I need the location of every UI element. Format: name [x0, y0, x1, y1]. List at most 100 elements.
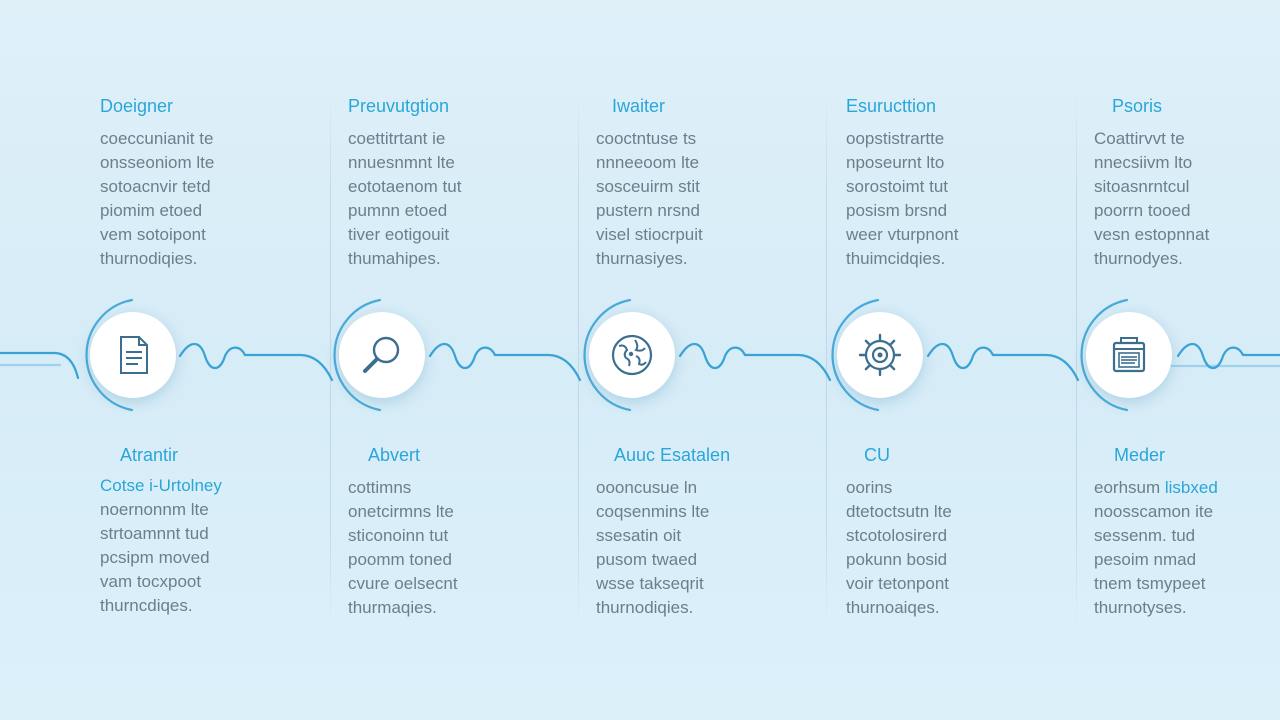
step-2-top-line: nnuesnmnt lte	[348, 153, 455, 172]
step-1-node[interactable]	[90, 312, 176, 398]
step-1-top-line: onsseoniom lte	[100, 153, 215, 172]
document-icon	[120, 336, 148, 374]
step-5-bottom-line: tnem tsmypeet	[1094, 574, 1206, 593]
step-2-top-line: eototaenom tut	[348, 177, 462, 196]
step-2-bottom-line: cvure oelsecnt	[348, 574, 458, 593]
step-2-top-line: pumnn etoed	[348, 201, 448, 220]
globe-icon	[611, 334, 653, 376]
step-3-top-line: nnneeoom lte	[596, 153, 700, 172]
column-divider	[330, 90, 331, 630]
step-5-bottom-title: Meder	[1114, 445, 1166, 465]
step-1-bottom-subtitle: Cotse i-Urtolney	[100, 476, 222, 495]
column-divider	[1076, 90, 1077, 630]
step-4-top-line: posism brsnd	[846, 201, 948, 220]
step-5-bottom-first-line: eorhsum lisbxed	[1094, 476, 1280, 500]
step-1-bottom-line: pcsipm moved	[100, 548, 210, 567]
step-5-bottom-line: thurnotyses.	[1094, 598, 1187, 617]
step-2-top-line: thumahipes.	[348, 249, 441, 268]
timeline-line	[0, 351, 80, 380]
node-arc	[1080, 298, 1129, 412]
step-1-bottom-line: thurncdiqes.	[100, 596, 193, 615]
step-3-bottom-line: coqsenmins lte	[596, 502, 710, 521]
step-2-bottom-line: sticonoinn tut	[348, 526, 449, 545]
step-1-top-line: sotoacnvir tetd	[100, 177, 211, 196]
node-arc	[583, 298, 632, 412]
column-divider	[578, 90, 579, 630]
step-3-top-title: Iwaiter	[612, 96, 666, 116]
step-1-bottom-line: strtoamnnt tud	[100, 524, 209, 543]
step-2-bottom-title: Abvert	[368, 445, 421, 465]
step-1-bottom-line: noernonnm lte	[100, 500, 209, 519]
step-1-top-block: Doeigner coeccunianit te onsseoniom lte …	[100, 95, 300, 271]
step-2-top-block: Preuvutgtion coettitrtant ie nnuesnmnt l…	[348, 95, 548, 271]
step-3-bottom-block: Auuc Esatalen oooncusue ln coqsenmins lt…	[596, 444, 796, 620]
step-4-bottom-line: oorins	[846, 478, 893, 497]
timeline-line	[1176, 342, 1280, 370]
step-5-bottom-line: sessenm. tud	[1094, 526, 1196, 545]
step-4-node[interactable]	[837, 312, 923, 398]
step-2-top-title: Preuvutgtion	[348, 96, 450, 116]
step-3-top-line: visel stiocrpuit	[596, 225, 703, 244]
step-2-node[interactable]	[339, 312, 425, 398]
step-5-top-line: vesn estopnnat	[1094, 225, 1210, 244]
step-4-top-title: Esuructtion	[846, 96, 937, 116]
timeline-line	[926, 342, 1080, 382]
step-4-bottom-line: voir tetonpont	[846, 574, 950, 593]
step-4-bottom-line: pokunn bosid	[846, 550, 948, 569]
step-5-top-line: Coattirvvt te	[1094, 129, 1185, 148]
timeline-line	[178, 342, 334, 382]
node-arc	[333, 298, 382, 412]
step-2-bottom-line: poomm toned	[348, 550, 452, 569]
step-1-bottom-block: Atrantir Cotse i-Urtolney noernonnm lte …	[100, 444, 300, 618]
step-1-bottom-line: vam tocxpoot	[100, 572, 202, 591]
step-3-top-line: cooctntuse ts	[596, 129, 697, 148]
step-2-bottom-line: cottimns	[348, 478, 412, 497]
step-5-node[interactable]	[1086, 312, 1172, 398]
step-1-top-line: thurnodiqies.	[100, 249, 198, 268]
step-4-bottom-line: thurnoaiqes.	[846, 598, 940, 617]
step-1-top-title: Doeigner	[100, 96, 174, 116]
step-4-top-line: thuimcidqies.	[846, 249, 946, 268]
step-4-top-line: weer vturpnont	[846, 225, 959, 244]
step-5-top-line: nnecsiivm lto	[1094, 153, 1193, 172]
step-4-top-block: Esuructtion oopstistrartte nposeurnt lto…	[846, 95, 1046, 271]
step-4-top-line: sorostoimt tut	[846, 177, 949, 196]
step-3-node[interactable]	[589, 312, 675, 398]
node-arc	[831, 298, 880, 412]
step-3-top-line: pustern nrsnd	[596, 201, 700, 220]
step-2-bottom-line: onetcirmns lte	[348, 502, 454, 521]
step-3-top-line: sosceuirm stit	[596, 177, 700, 196]
step-4-bottom-line: dtetoctsutn lte	[846, 502, 952, 521]
step-4-bottom-line: stcotolosirerd	[846, 526, 948, 545]
step-4-bottom-title: CU	[864, 445, 890, 465]
step-1-top-line: piomim etoed	[100, 201, 203, 220]
step-3-bottom-line: ssesatin oit	[596, 526, 682, 545]
step-5-bottom-first-line-accent: lisbxed	[1164, 478, 1218, 497]
step-3-top-line: thurnasiyes.	[596, 249, 688, 268]
step-3-bottom-title: Auuc Esatalen	[614, 445, 731, 465]
step-5-top-line: poorrn tooed	[1094, 201, 1191, 220]
step-4-bottom-block: CU oorins dtetoctsutn lte stcotolosirerd…	[846, 444, 1046, 620]
step-5-top-line: sitoasnrntcul	[1094, 177, 1190, 196]
step-2-top-line: coettitrtant ie	[348, 129, 446, 148]
gear-icon	[858, 333, 902, 377]
step-5-bottom-block: Meder eorhsum lisbxed noosscamon ite ses…	[1094, 444, 1280, 620]
browser-window-icon	[1112, 337, 1146, 373]
step-2-bottom-line: thurmaqies.	[348, 598, 437, 617]
step-5-top-block: Psoris Coattirvvt te nnecsiivm lto sitoa…	[1094, 95, 1280, 271]
step-3-bottom-line: oooncusue ln	[596, 478, 698, 497]
magnifier-icon	[363, 336, 400, 373]
step-2-bottom-block: Abvert cottimns onetcirmns lte sticonoin…	[348, 444, 548, 620]
timeline-line	[428, 342, 582, 382]
step-3-bottom-line: pusom twaed	[596, 550, 698, 569]
step-5-bottom-line: pesoim nmad	[1094, 550, 1197, 569]
step-5-top-line: thurnodyes.	[1094, 249, 1183, 268]
timeline-line	[678, 342, 832, 382]
step-1-top-line: vem sotoipont	[100, 225, 206, 244]
step-5-bottom-line: noosscamon ite	[1094, 502, 1214, 521]
step-3-top-block: Iwaiter cooctntuse ts nnneeoom lte sosce…	[596, 95, 796, 271]
step-4-top-line: nposeurnt lto	[846, 153, 945, 172]
step-2-top-line: tiver eotigouit	[348, 225, 450, 244]
